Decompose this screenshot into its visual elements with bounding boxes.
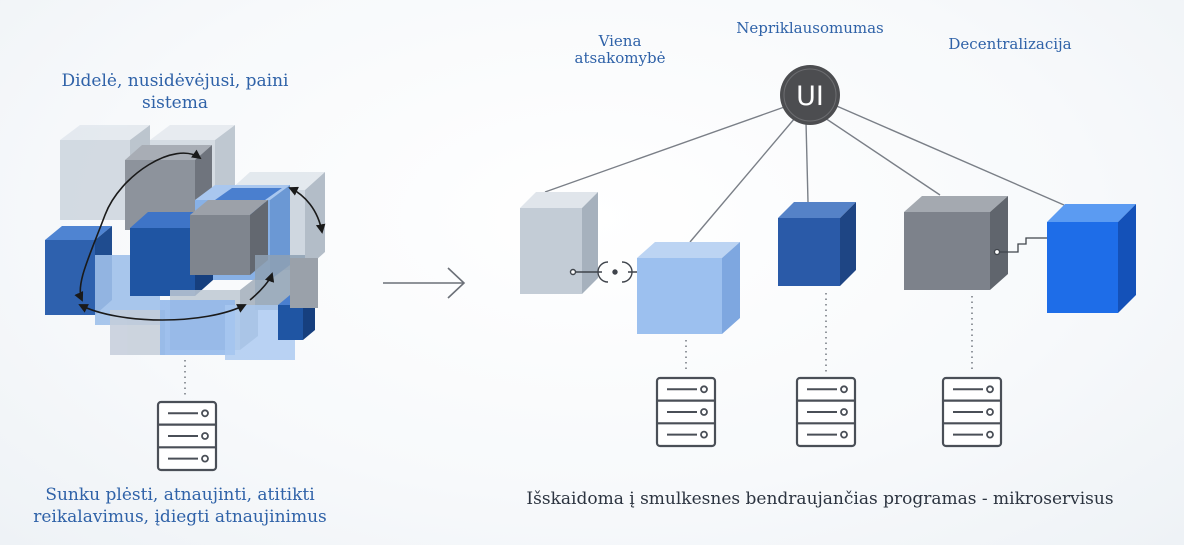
ui-label: UI xyxy=(796,81,824,112)
service-cube-2 xyxy=(637,242,740,334)
monolith-interaction-arrows xyxy=(74,149,326,321)
principle-independence: Nepriklausomumas xyxy=(736,19,884,37)
monolith-cube-cluster xyxy=(45,125,325,360)
service-cube-4 xyxy=(904,196,1008,290)
microservices-caption: Išskaidoma į smulkesnes bendraujančias p… xyxy=(526,489,1114,509)
service-server-icon xyxy=(941,376,1003,448)
principle-single-responsibility: Viena atsakomybė xyxy=(560,33,680,67)
ui-connection-lines xyxy=(544,103,1065,243)
monolith-caption-line2: reikalavimus, įdiegti atnaujinimus xyxy=(33,507,327,527)
service-dotted-connectors xyxy=(685,293,973,373)
principle-decentralization: Decentralizacija xyxy=(948,35,1072,53)
arrow-right-icon xyxy=(383,267,466,299)
monolith-title: Didelė, nusidėvėjusi, paini sistema xyxy=(61,71,289,113)
service-cube-1 xyxy=(520,192,598,294)
service-server-icon xyxy=(655,376,717,448)
ui-circle-icon: UI xyxy=(780,65,840,125)
service-cube-5 xyxy=(1047,204,1136,313)
connector-icon xyxy=(993,237,1050,256)
monolith-server-icon xyxy=(156,400,218,472)
monolith-caption: Sunku plėsti, atnaujinti, atitikti reika… xyxy=(0,484,360,528)
principle-single-responsibility-line1: Viena xyxy=(598,32,642,50)
service-cube-3 xyxy=(778,202,856,286)
principle-single-responsibility-line2: atsakomybė xyxy=(574,49,666,67)
monolith-caption-line1: Sunku plėsti, atnaujinti, atitikti xyxy=(45,485,315,505)
service-server-icon xyxy=(795,376,857,448)
